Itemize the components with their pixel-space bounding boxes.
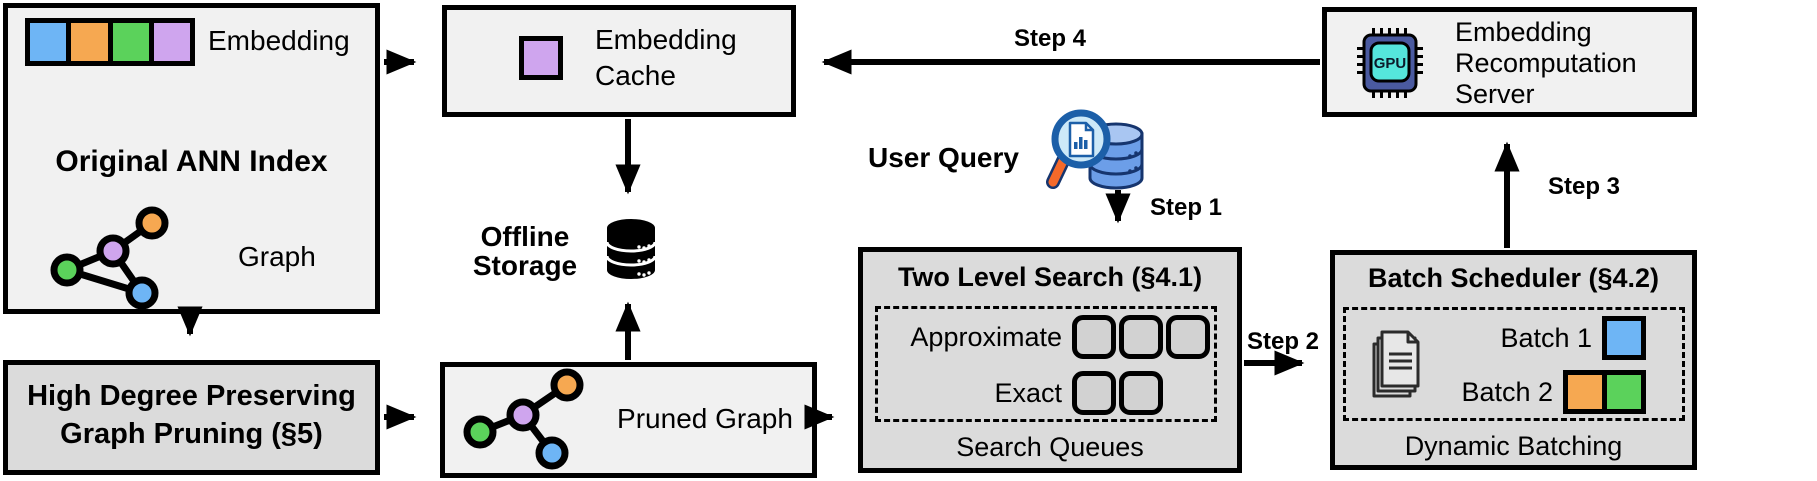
graph-pruning-title-line2: Graph Pruning (§5) bbox=[60, 418, 323, 450]
batch2-squares bbox=[1563, 370, 1646, 414]
embedding-label: Embedding bbox=[208, 25, 350, 56]
dynamic-batching-caption: Dynamic Batching bbox=[1404, 431, 1623, 461]
ann-graph-icon bbox=[50, 206, 169, 310]
queue-slot bbox=[1119, 315, 1163, 359]
two-level-search-title: Two Level Search (§4.1) bbox=[897, 262, 1203, 292]
gpu-chip-label: GPU bbox=[1374, 55, 1407, 72]
original-ann-index-box: Embedding Original ANN Index Graph bbox=[3, 3, 380, 314]
original-ann-index-title: Original ANN Index bbox=[55, 145, 328, 178]
offline-storage-label-line1: Offline bbox=[480, 221, 570, 252]
embedding-cache-label-line1: Embedding bbox=[595, 24, 737, 55]
embedding-cell-purple bbox=[153, 23, 190, 61]
exact-queues bbox=[1072, 371, 1210, 415]
embedding-cell-blue bbox=[30, 23, 67, 61]
batch-scheduler-box: Batch Scheduler (§4.2) Batch 1 bbox=[1330, 250, 1697, 470]
search-queues-caption: Search Queues bbox=[956, 432, 1144, 462]
batch2-square-orange bbox=[1563, 370, 1607, 414]
two-level-search-box: Two Level Search (§4.1) Approximate Exac… bbox=[858, 247, 1242, 473]
batch2-square-green bbox=[1602, 370, 1646, 414]
embedding-cell-green bbox=[112, 23, 149, 61]
graph-pruning-title-line1: High Degree Preserving bbox=[27, 380, 356, 412]
recomputation-server-label-line1: Embedding bbox=[1455, 17, 1592, 47]
batch2-label: Batch 2 bbox=[1461, 376, 1553, 407]
pruned-graph-box: Pruned Graph bbox=[440, 362, 817, 478]
graph-pruning-box: High Degree Preserving Graph Pruning (§5… bbox=[3, 360, 380, 475]
pruned-graph-label: Pruned Graph bbox=[617, 403, 793, 434]
user-query-icon bbox=[1046, 109, 1144, 190]
queue-slot bbox=[1119, 371, 1163, 415]
exact-label: Exact bbox=[994, 377, 1062, 408]
dynamic-batching-panel: Batch 1 Batch 2 bbox=[1343, 307, 1685, 421]
offline-storage-database-icon bbox=[605, 219, 657, 279]
embedding-cache-box: Embedding Cache bbox=[442, 5, 796, 117]
recomputation-server-box: GPU Embedding Recomputation Server bbox=[1322, 7, 1697, 117]
step1-label: Step 1 bbox=[1150, 194, 1223, 221]
step2-label: Step 2 bbox=[1246, 328, 1320, 355]
batch1-square-blue bbox=[1602, 316, 1646, 360]
search-queues-panel: Approximate Exact bbox=[875, 306, 1217, 422]
approximate-queues bbox=[1072, 315, 1210, 359]
embedding-vector-icon bbox=[25, 18, 195, 66]
recomputation-server-label-line3: Server bbox=[1455, 79, 1535, 109]
embedding-cache-label-line2: Cache bbox=[595, 60, 676, 91]
embedding-cell-orange bbox=[71, 23, 108, 61]
queue-slot bbox=[1072, 371, 1116, 415]
queue-slot bbox=[1072, 315, 1116, 359]
offline-storage-label-line2: Storage bbox=[472, 250, 578, 281]
queue-slot bbox=[1166, 315, 1210, 359]
graph-label: Graph bbox=[238, 241, 316, 272]
gpu-chip-icon: GPU bbox=[1357, 28, 1423, 98]
user-query-label: User Query bbox=[868, 142, 1019, 173]
batch-scheduler-title: Batch Scheduler (§4.2) bbox=[1367, 263, 1660, 293]
query-documents-icon bbox=[1372, 330, 1420, 398]
cached-embedding-square bbox=[519, 36, 563, 80]
step3-label: Step 3 bbox=[1548, 173, 1621, 200]
pruned-graph-icon bbox=[463, 368, 584, 470]
step4-label: Step 4 bbox=[1013, 25, 1087, 52]
batch1-label: Batch 1 bbox=[1500, 322, 1592, 353]
recomputation-server-label-line2: Recomputation bbox=[1455, 48, 1637, 78]
approximate-label: Approximate bbox=[910, 321, 1062, 352]
